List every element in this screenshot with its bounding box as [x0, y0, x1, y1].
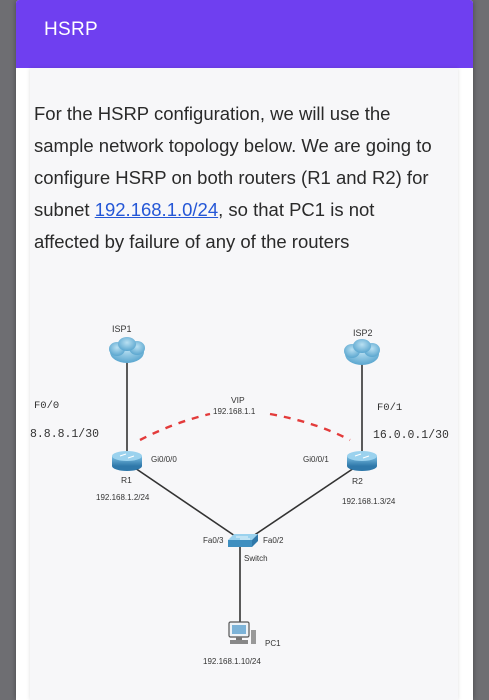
r1-wan-ip: 8.8.8.1/30: [30, 428, 99, 441]
link-r2-switch: [249, 465, 358, 539]
pc1-computer-icon: [228, 621, 256, 644]
r2-wan-ip: 16.0.0.1/30: [373, 429, 449, 442]
subnet-link[interactable]: 192.168.1.0/24: [94, 199, 219, 220]
switch-name: Switch: [244, 554, 268, 563]
r2-wan-interface: F0/1: [377, 402, 402, 414]
vip-virtual-link: [139, 412, 351, 442]
r1-name: R1: [121, 475, 132, 485]
r1-ip: 192.168.1.2/24: [96, 493, 150, 502]
isp2-label: ISP2: [353, 328, 373, 338]
switch-port-right: Fa0/2: [263, 536, 284, 545]
r1-router-icon: [112, 451, 142, 471]
r2-ip: 192.168.1.3/24: [342, 497, 396, 506]
isp1-cloud-icon: [109, 337, 145, 363]
section-title: HSRP: [44, 19, 98, 40]
isp1-label: ISP1: [112, 324, 132, 334]
switch-port-left: Fa0/3: [203, 536, 224, 545]
pc1-ip: 192.168.1.10/24: [203, 657, 261, 666]
r2-router-icon: [347, 451, 377, 471]
vip-ip: 192.168.1.1: [213, 407, 256, 416]
content-panel: [30, 68, 458, 700]
vip-label: VIP: [231, 395, 245, 405]
isp2-cloud-icon: [344, 339, 380, 365]
intro-text-1: For the HSRP configuration, we will use …: [34, 103, 432, 220]
intro-paragraph: For the HSRP configuration, we will use …: [34, 98, 444, 258]
content-card: HSRP: [16, 0, 473, 700]
r2-lan-interface: Gi0/0/1: [303, 455, 329, 464]
link-r1-switch: [131, 465, 239, 539]
switch-icon: [228, 534, 258, 547]
r1-lan-interface: Gi0/0/0: [151, 455, 177, 464]
section-header: HSRP: [16, 0, 473, 68]
intro-text-2: , so that PC1 is not affected by failure…: [34, 199, 375, 252]
r2-name: R2: [352, 476, 363, 486]
r1-wan-interface: F0/0: [34, 400, 59, 412]
pc1-name: PC1: [265, 639, 281, 648]
